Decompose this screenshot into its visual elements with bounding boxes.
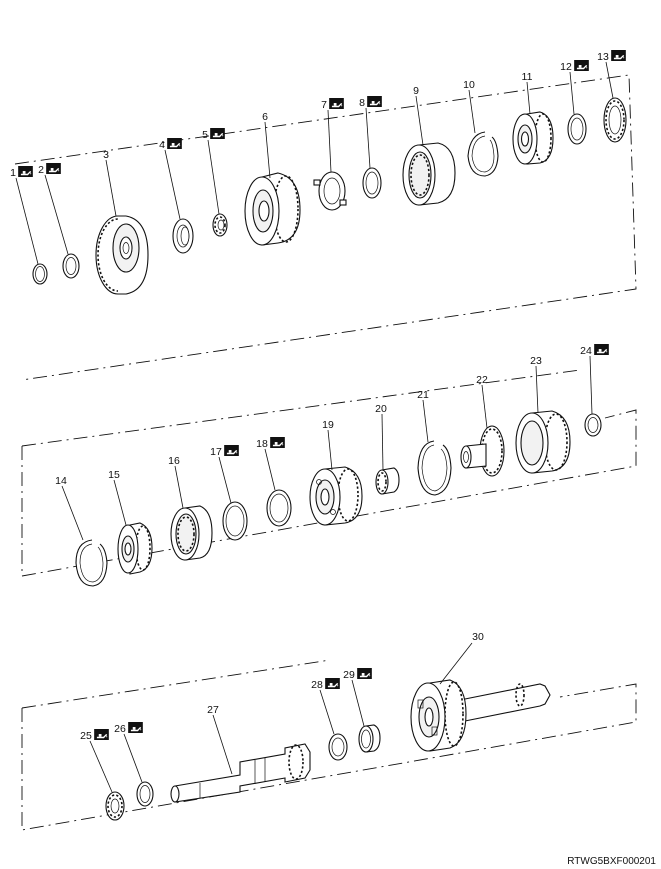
part-label-13: 13 [597, 51, 609, 63]
part-21-snap-ring [417, 440, 452, 496]
part-label-29: 29 [343, 669, 355, 681]
part-label-4: 4 [159, 139, 165, 151]
part-28-washer [328, 733, 348, 761]
part-label-10: 10 [463, 79, 475, 91]
oil-can-icon [210, 128, 225, 139]
part-label-5: 5 [202, 129, 208, 141]
part-label-27: 27 [207, 704, 219, 716]
oil-can-icon [270, 437, 285, 448]
section-frame-bottom [21, 659, 637, 831]
oil-can-icon [329, 98, 344, 109]
section-frame-middle [21, 369, 637, 577]
part-18-washer [266, 489, 292, 527]
part-label-24: 24 [580, 345, 592, 357]
part-1-snap-ring [32, 263, 48, 285]
leader-lines [15, 61, 614, 793]
part-label-7: 7 [321, 99, 327, 111]
part-label-22: 22 [476, 374, 488, 386]
part-label-18: 18 [256, 438, 268, 450]
oil-can-icon [574, 60, 589, 71]
part-17-washer [222, 501, 248, 541]
part-22-sun-gear [460, 425, 505, 477]
part-label-9: 9 [413, 85, 419, 97]
part-12-washer [567, 113, 587, 145]
oil-can-icon [594, 344, 609, 355]
part-label-14: 14 [55, 475, 67, 487]
part-3-gear-drum [95, 215, 149, 295]
part-6-clutch-hub [244, 172, 301, 246]
oil-can-icon [611, 50, 626, 61]
oil-can-icon [325, 678, 340, 689]
part-2-washer [62, 253, 80, 279]
oil-can-icon [167, 138, 182, 149]
part-label-20: 20 [375, 403, 387, 415]
oil-can-icon [18, 166, 33, 177]
drawing-code: RTWG5BXF000201 [567, 856, 656, 867]
part-29-bushing [358, 724, 381, 753]
part-label-28: 28 [311, 679, 323, 691]
part-label-12: 12 [560, 61, 572, 73]
part-label-21: 21 [417, 389, 429, 401]
part-label-16: 16 [168, 455, 180, 467]
part-label-17: 17 [210, 446, 222, 458]
part-30-output-shaft-carrier [410, 679, 551, 752]
part-label-2: 2 [38, 164, 44, 176]
part-8-washer [362, 167, 382, 199]
part-10-snap-ring [467, 131, 499, 177]
oil-can-icon [128, 722, 143, 733]
oil-can-icon [367, 96, 382, 107]
part-14-snap-ring [75, 539, 108, 587]
oil-can-icon [94, 729, 109, 740]
part-label-19: 19 [322, 419, 334, 431]
part-label-6: 6 [262, 111, 268, 123]
part-9-ring-gear [402, 142, 456, 206]
part-16-drum [170, 505, 213, 561]
section-frame-top [14, 74, 637, 381]
part-label-1: 1 [10, 167, 16, 179]
part-15-gear [117, 522, 153, 575]
part-label-11: 11 [522, 71, 533, 83]
part-27-input-shaft [170, 743, 311, 803]
part-label-25: 25 [80, 730, 92, 742]
part-26-washer [136, 781, 154, 807]
part-label-30: 30 [472, 631, 484, 643]
part-11-gear [512, 111, 554, 165]
part-13-thrust-bearing [603, 97, 627, 143]
part-label-23: 23 [530, 355, 542, 367]
part-24-washer [584, 413, 602, 437]
part-20-needle-bearing [375, 467, 400, 495]
oil-can-icon [357, 668, 372, 679]
part-label-15: 15 [108, 469, 120, 481]
part-4-thrust-washer [172, 218, 194, 254]
part-label-8: 8 [359, 97, 365, 109]
part-7-tabbed-plate [313, 171, 347, 211]
part-25-thrust-bearing [105, 791, 125, 821]
oil-can-icon [224, 445, 239, 456]
part-5-needle-bearing [212, 213, 228, 237]
part-label-3: 3 [103, 149, 109, 161]
part-23-ring-gear [515, 410, 571, 474]
oil-can-icon [46, 163, 61, 174]
part-19-planet-carrier [309, 466, 363, 526]
part-label-26: 26 [114, 723, 126, 735]
